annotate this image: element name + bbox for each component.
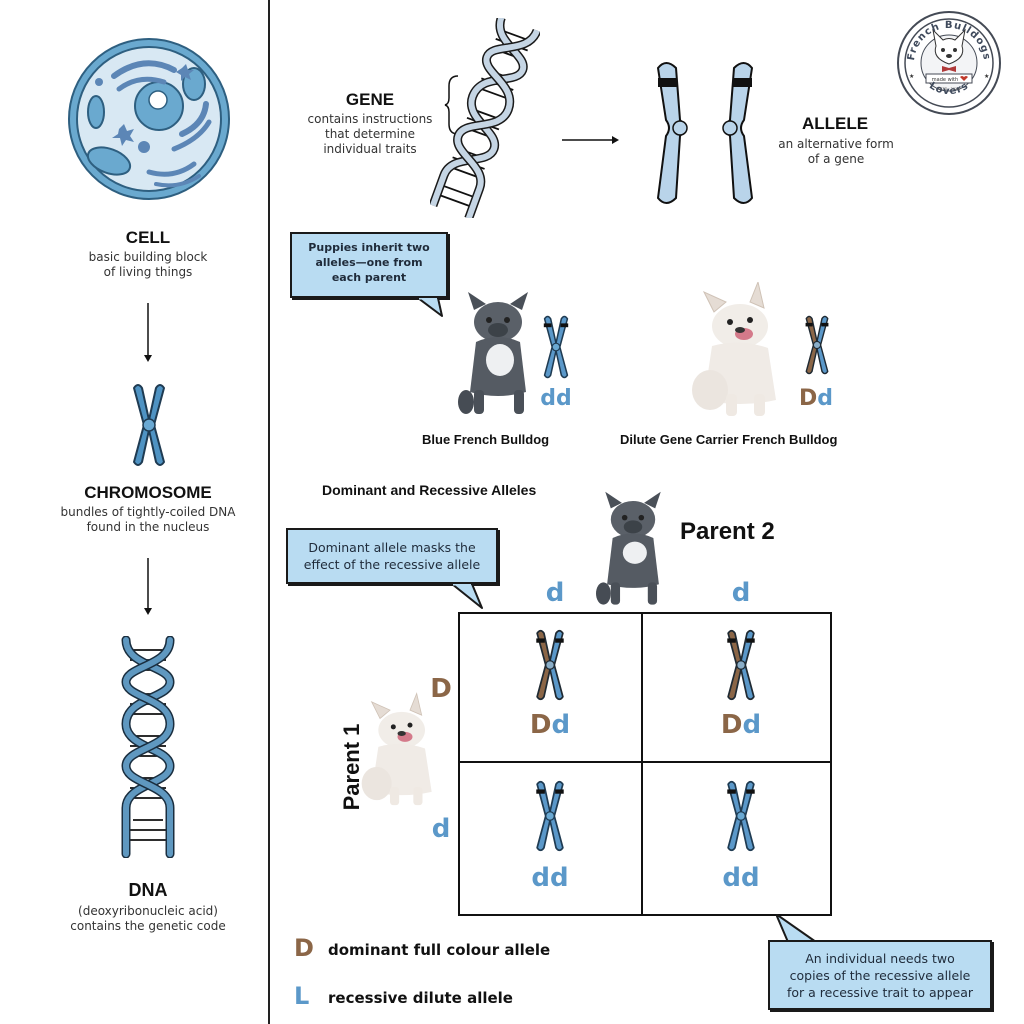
dna-desc-line: (deoxyribonucleic acid) xyxy=(78,904,218,918)
allele-desc-line: an alternative form xyxy=(778,137,894,151)
gene-description: contains instructions that determine ind… xyxy=(296,112,444,157)
arrow-down-icon xyxy=(144,303,152,362)
allele-title: ALLELE xyxy=(801,114,869,133)
punnett-square: Dd Dd dd dd xyxy=(458,612,832,916)
punnett-cell: Dd xyxy=(460,614,641,761)
carrier-dog-genotype: Dd xyxy=(796,386,836,411)
cell-genotype: dd xyxy=(520,863,580,893)
callout-line: copies of the recessive allele xyxy=(789,968,971,983)
dna-title: DNA xyxy=(128,880,168,900)
Dd-chromosome-icon xyxy=(727,629,755,701)
allele-letter: d xyxy=(551,710,571,740)
parent2-allele-1: d xyxy=(545,578,565,608)
logo-ribbon-text: made with xyxy=(932,77,958,83)
brace-icon xyxy=(444,75,459,135)
chromosome-icon xyxy=(133,384,165,466)
parent1-allele-2: d xyxy=(431,814,451,844)
svg-text:★: ★ xyxy=(909,73,914,80)
callout-line: for a recessive trait to appear xyxy=(786,985,974,1000)
allele-letter: d xyxy=(540,386,556,411)
legend-dominant-letter: D xyxy=(294,934,314,962)
allele-letter: d xyxy=(722,863,741,893)
allele-chromosome-icon xyxy=(657,62,753,204)
inherit-callout: Puppies inherit two alleles—one from eac… xyxy=(290,232,448,298)
cell-genotype: Dd xyxy=(711,710,771,740)
parent2-allele-2: d xyxy=(731,578,751,608)
dna-icon xyxy=(121,636,175,858)
dd-chromosome-icon xyxy=(727,780,755,852)
arrow-right-icon xyxy=(562,136,619,144)
logo-bottom-text: Lovers xyxy=(927,80,970,97)
parent2-label: Parent 2 xyxy=(680,518,775,545)
dd-chromosome-icon xyxy=(536,780,564,852)
callout-tail-icon xyxy=(418,298,443,317)
allele-letter: d xyxy=(817,386,833,411)
carrier-french-bulldog-image xyxy=(692,282,776,416)
dna-description: (deoxyribonucleic acid) contains the gen… xyxy=(40,904,256,934)
cell-icon xyxy=(68,38,230,200)
callout-line: Puppies inherit two xyxy=(308,241,430,254)
punnett-heading: Dominant and Recessive Alleles xyxy=(322,482,537,498)
punnett-cell: dd xyxy=(643,763,830,914)
callout-line: alleles—one from xyxy=(315,256,423,269)
cell-genotype: dd xyxy=(711,863,771,893)
cell-desc-line: of living things xyxy=(103,265,193,279)
blue-dog-genotype: dd xyxy=(536,386,576,411)
grid-divider xyxy=(460,761,830,763)
dna-desc-line: contains the genetic code xyxy=(70,919,226,933)
logo-est-text: ESTD · 20XX xyxy=(938,87,960,91)
carrier-dog-caption: Dilute Gene Carrier French Bulldog xyxy=(620,432,838,447)
allele-letter: d xyxy=(741,863,760,893)
allele-letter: d xyxy=(531,863,550,893)
gene-title: GENE xyxy=(345,90,395,109)
parent1-dog-image xyxy=(361,692,432,806)
callout-line: Dominant allele masks the xyxy=(308,540,476,555)
allele-letter: D xyxy=(798,386,818,411)
cell-desc-line: basic building block xyxy=(88,250,208,264)
gene-desc-line: contains instructions xyxy=(307,112,433,126)
callout-line: An individual needs two xyxy=(805,951,955,966)
callout-line: effect of the recessive allele xyxy=(303,557,481,572)
legend-recessive-label: recessive dilute allele xyxy=(328,989,513,1007)
allele-description: an alternative form of a gene xyxy=(766,137,906,167)
Dd-chromosome-icon xyxy=(805,315,829,375)
chromosome-desc-line: bundles of tightly-coiled DNA xyxy=(60,505,236,519)
parent1-allele-1: D xyxy=(430,674,452,704)
allele-letter: d xyxy=(556,386,572,411)
column-divider xyxy=(268,0,270,1024)
arrow-down-icon xyxy=(144,558,152,615)
svg-text:Lovers: Lovers xyxy=(927,80,971,97)
gene-desc-line: that determine xyxy=(324,127,415,141)
chromosome-title: CHROMOSOME xyxy=(84,483,212,502)
punnett-cell: dd xyxy=(460,763,641,914)
chromosome-desc-line: found in the nucleus xyxy=(86,520,210,534)
gene-dna-icon xyxy=(430,18,540,218)
brand-logo[interactable]: French Bulldogs Lovers made with ESTD · … xyxy=(896,10,1002,116)
allele-desc-line: of a gene xyxy=(807,152,865,166)
recessive-callout: An individual needs two copies of the re… xyxy=(768,940,992,1010)
gene-desc-line: individual traits xyxy=(323,142,417,156)
grid-divider xyxy=(641,614,643,914)
dd-chromosome-icon xyxy=(543,315,569,379)
callout-line: each parent xyxy=(331,271,407,284)
allele-letter: D xyxy=(529,710,552,740)
blue-dog-caption: Blue French Bulldog xyxy=(422,432,550,447)
allele-letter: D xyxy=(720,710,743,740)
blue-french-bulldog-image xyxy=(458,292,528,414)
allele-letter: d xyxy=(742,710,762,740)
parent2-dog-image xyxy=(596,491,661,605)
svg-text:★: ★ xyxy=(984,73,989,80)
dominant-callout: Dominant allele masks the effect of the … xyxy=(286,528,498,584)
allele-letter: d xyxy=(550,863,569,893)
cell-genotype: Dd xyxy=(520,710,580,740)
legend-dominant-label: dominant full colour allele xyxy=(328,941,551,959)
punnett-cell: Dd xyxy=(643,614,830,761)
cell-description: basic building block of living things xyxy=(48,250,248,280)
legend-recessive-letter: L xyxy=(294,982,310,1010)
cell-title: CELL xyxy=(125,228,171,247)
Dd-chromosome-icon xyxy=(536,629,564,701)
callout-tail-icon xyxy=(452,584,483,609)
logo-badge-icon: French Bulldogs Lovers made with ESTD · … xyxy=(897,11,1001,115)
chromosome-description: bundles of tightly-coiled DNA found in t… xyxy=(40,505,256,535)
